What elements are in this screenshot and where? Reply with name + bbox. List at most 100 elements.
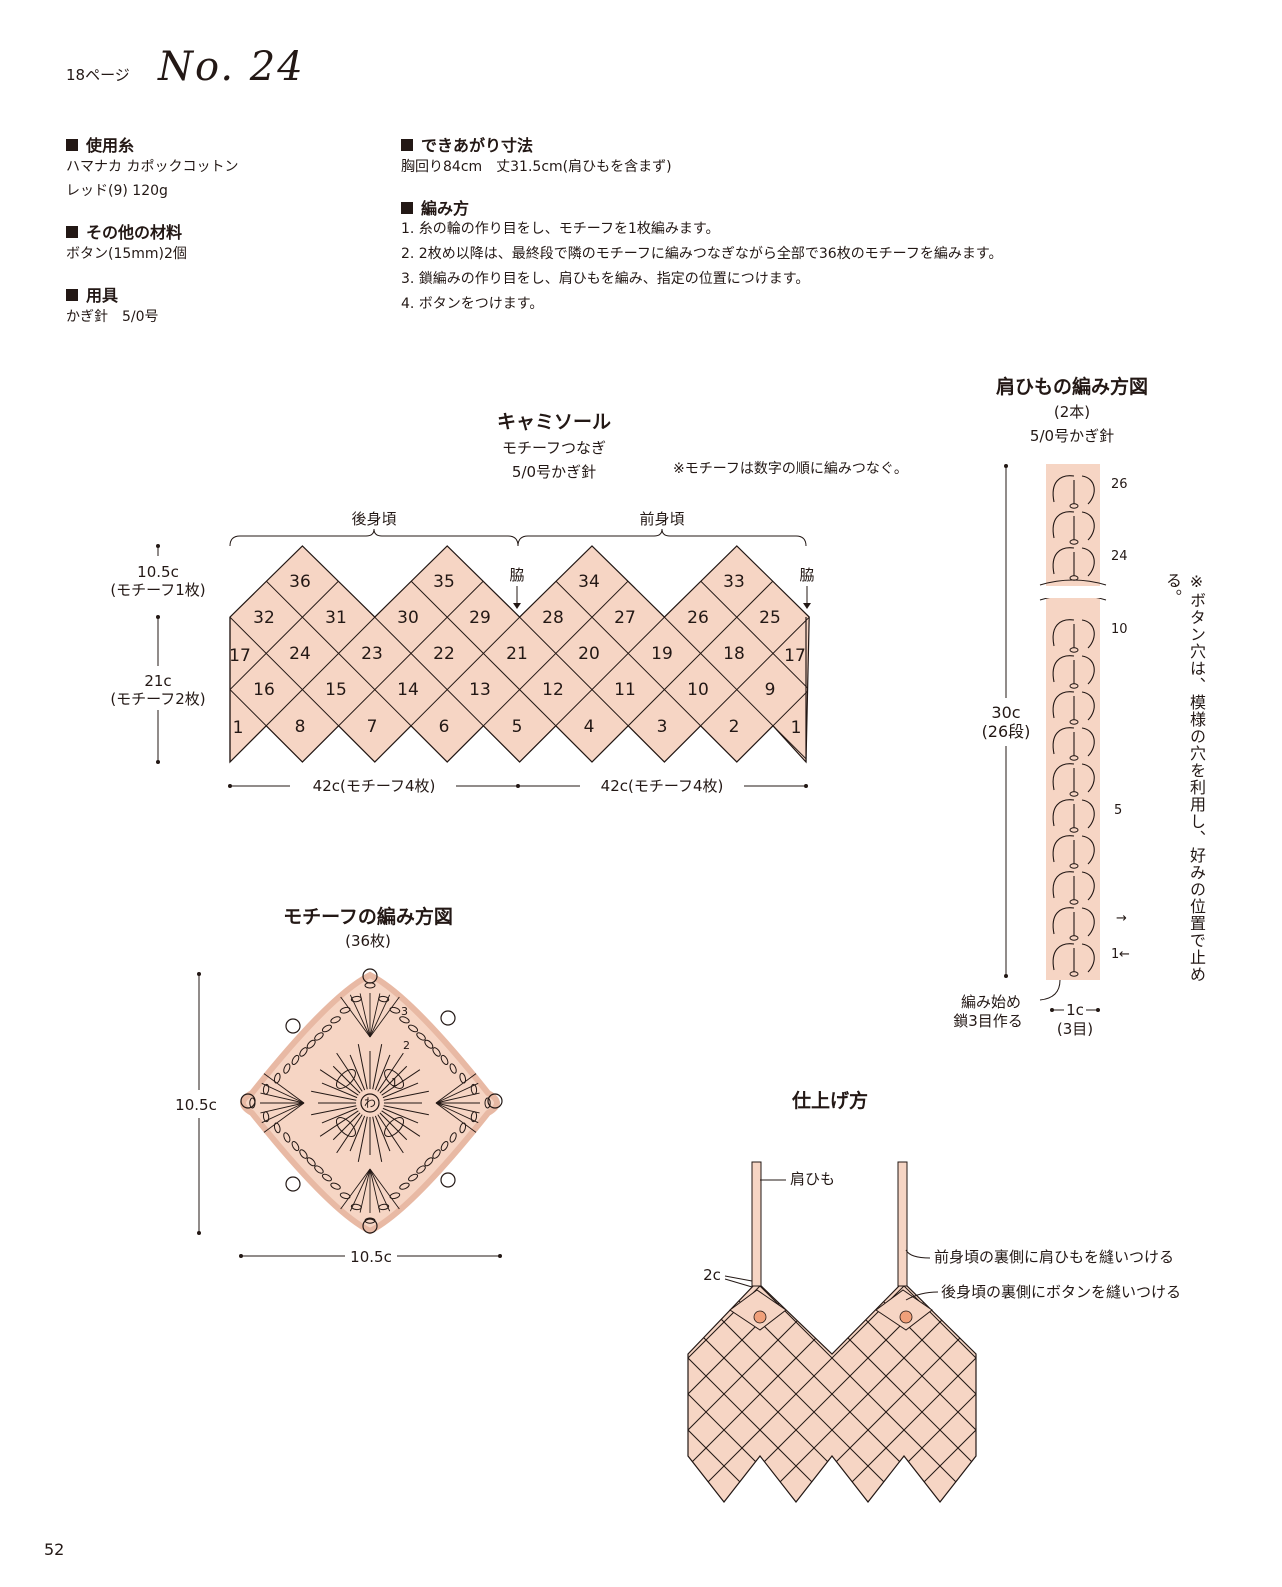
stitch-post bbox=[319, 1110, 359, 1137]
motif-number: 17 bbox=[229, 646, 251, 666]
motif-diagram bbox=[240, 968, 503, 1235]
strap-start-leader bbox=[1039, 979, 1061, 1001]
strap-sub-1: (2本) bbox=[1053, 403, 1091, 421]
finish-front-note: 前身頃の裏側に肩ひもを縫いつける bbox=[934, 1248, 1174, 1266]
stitch-post bbox=[374, 1054, 391, 1091]
grid-line bbox=[747, 1282, 976, 1502]
grid-line bbox=[736, 546, 810, 762]
motif-number: 23 bbox=[361, 644, 383, 664]
grid-line bbox=[1192, 1202, 1282, 1502]
strap-dim-length: 30c bbox=[991, 703, 1020, 722]
strap-stitch bbox=[1052, 943, 1095, 973]
method-step-3: 3. 鎖編みの作り目をし、肩ひもを編み、指定の位置につけます。 bbox=[401, 271, 810, 287]
strap-stitch bbox=[1052, 511, 1095, 541]
grid-line bbox=[688, 1282, 976, 1502]
motif-number: 20 bbox=[578, 644, 600, 664]
motif-number: 3 bbox=[657, 717, 668, 737]
motif-number: 8 bbox=[295, 717, 306, 737]
grid-line bbox=[316, 1202, 616, 1502]
strap-chain bbox=[1069, 935, 1079, 941]
motif-number: 18 bbox=[723, 644, 745, 664]
square-bullet-icon bbox=[401, 139, 413, 151]
strap-diagram bbox=[1039, 464, 1107, 980]
finished-size-text: 胸回り84cm 丈31.5cm(肩ひもを含まず) bbox=[401, 159, 672, 175]
strap-chain bbox=[1069, 539, 1079, 545]
grid-line bbox=[352, 1202, 652, 1502]
stitch-post bbox=[377, 1114, 404, 1154]
motif-number: 31 bbox=[325, 608, 347, 628]
motif-number: 4 bbox=[584, 717, 595, 737]
motif-number: 5 bbox=[512, 717, 523, 737]
chain-stitch bbox=[449, 1063, 457, 1074]
dim-dot bbox=[1004, 464, 1008, 468]
chain-stitch bbox=[440, 1054, 449, 1065]
pattern-number: No. 24 bbox=[158, 44, 305, 90]
yarn-line-2: レッド(9) 120g bbox=[66, 183, 168, 199]
grid-line bbox=[621, 546, 810, 762]
center-ring bbox=[360, 1093, 380, 1113]
grid-line bbox=[1273, 502, 1282, 762]
motif-number: 1 bbox=[791, 718, 802, 738]
chain-stitch bbox=[484, 1097, 491, 1109]
grid-line bbox=[819, 1282, 976, 1502]
grid-line bbox=[664, 546, 810, 762]
picot-stitch bbox=[362, 968, 378, 984]
grid-line bbox=[688, 1282, 905, 1502]
motif-number: 33 bbox=[723, 572, 745, 592]
chain-loop bbox=[384, 1068, 405, 1089]
grid-line bbox=[230, 546, 376, 762]
grid-line bbox=[867, 1282, 976, 1502]
stitch-fan bbox=[369, 994, 391, 1038]
stitch-post bbox=[311, 1105, 357, 1116]
strap-title: 肩ひもの編み方図 bbox=[995, 376, 1148, 398]
strap-right bbox=[897, 1161, 908, 1287]
grid-line bbox=[903, 1282, 976, 1502]
grid-line bbox=[688, 1282, 953, 1502]
dim-top-sub: (モチーフ1枚) bbox=[110, 581, 205, 599]
chain-stitch bbox=[299, 1149, 308, 1159]
grid-line bbox=[1244, 502, 1282, 762]
grid-line bbox=[975, 1282, 976, 1502]
stitch-fan bbox=[349, 994, 371, 1038]
strap-chain bbox=[1069, 827, 1079, 833]
strap-chain bbox=[1069, 899, 1079, 905]
strap-chain bbox=[1069, 791, 1079, 797]
strap-chain bbox=[1069, 719, 1079, 725]
chain-stitch bbox=[399, 1016, 410, 1024]
grid-line bbox=[1084, 1202, 1282, 1502]
grid-line bbox=[230, 546, 448, 762]
camisole-sub-2: 5/0号かぎ針 bbox=[511, 463, 597, 481]
picot-stitch bbox=[285, 1176, 301, 1192]
dim-dot bbox=[1050, 1008, 1054, 1012]
button-left-icon bbox=[753, 1310, 767, 1324]
tools-heading: 用具 bbox=[66, 282, 118, 306]
finish-dim-leader bbox=[724, 1275, 753, 1288]
chain-stitch bbox=[330, 1182, 341, 1190]
stitch-fan bbox=[349, 1168, 371, 1212]
grid-line bbox=[136, 1202, 436, 1502]
chain-stitch bbox=[416, 1165, 426, 1174]
chain-stitch bbox=[314, 1165, 324, 1174]
side-label-right: 脇 bbox=[799, 566, 814, 584]
finished-size-heading: できあがり寸法 bbox=[401, 132, 533, 156]
dim-dot bbox=[498, 1254, 502, 1258]
finish-title: 仕上げ方 bbox=[791, 1090, 868, 1112]
motif-fill bbox=[240, 971, 500, 1235]
grid-line bbox=[783, 1282, 976, 1502]
grid-line bbox=[831, 1282, 976, 1502]
front-note-leader bbox=[905, 1249, 931, 1259]
motif-center-label: わ bbox=[364, 1096, 376, 1110]
chain-stitch bbox=[306, 1039, 316, 1049]
chain-stitch bbox=[432, 1047, 441, 1057]
motif-dim-width: 10.5c bbox=[350, 1248, 392, 1266]
picot-stitch bbox=[285, 1018, 301, 1034]
finishing-diagram bbox=[136, 1161, 1282, 1503]
motif-round-1: 1 bbox=[391, 1076, 398, 1089]
strap-stitch bbox=[1052, 799, 1095, 829]
motif-number: 17 bbox=[784, 646, 806, 666]
grid-line bbox=[939, 1282, 976, 1502]
strap-stitch bbox=[1052, 727, 1095, 757]
grid-line bbox=[1201, 502, 1282, 762]
grid-line bbox=[230, 546, 303, 762]
